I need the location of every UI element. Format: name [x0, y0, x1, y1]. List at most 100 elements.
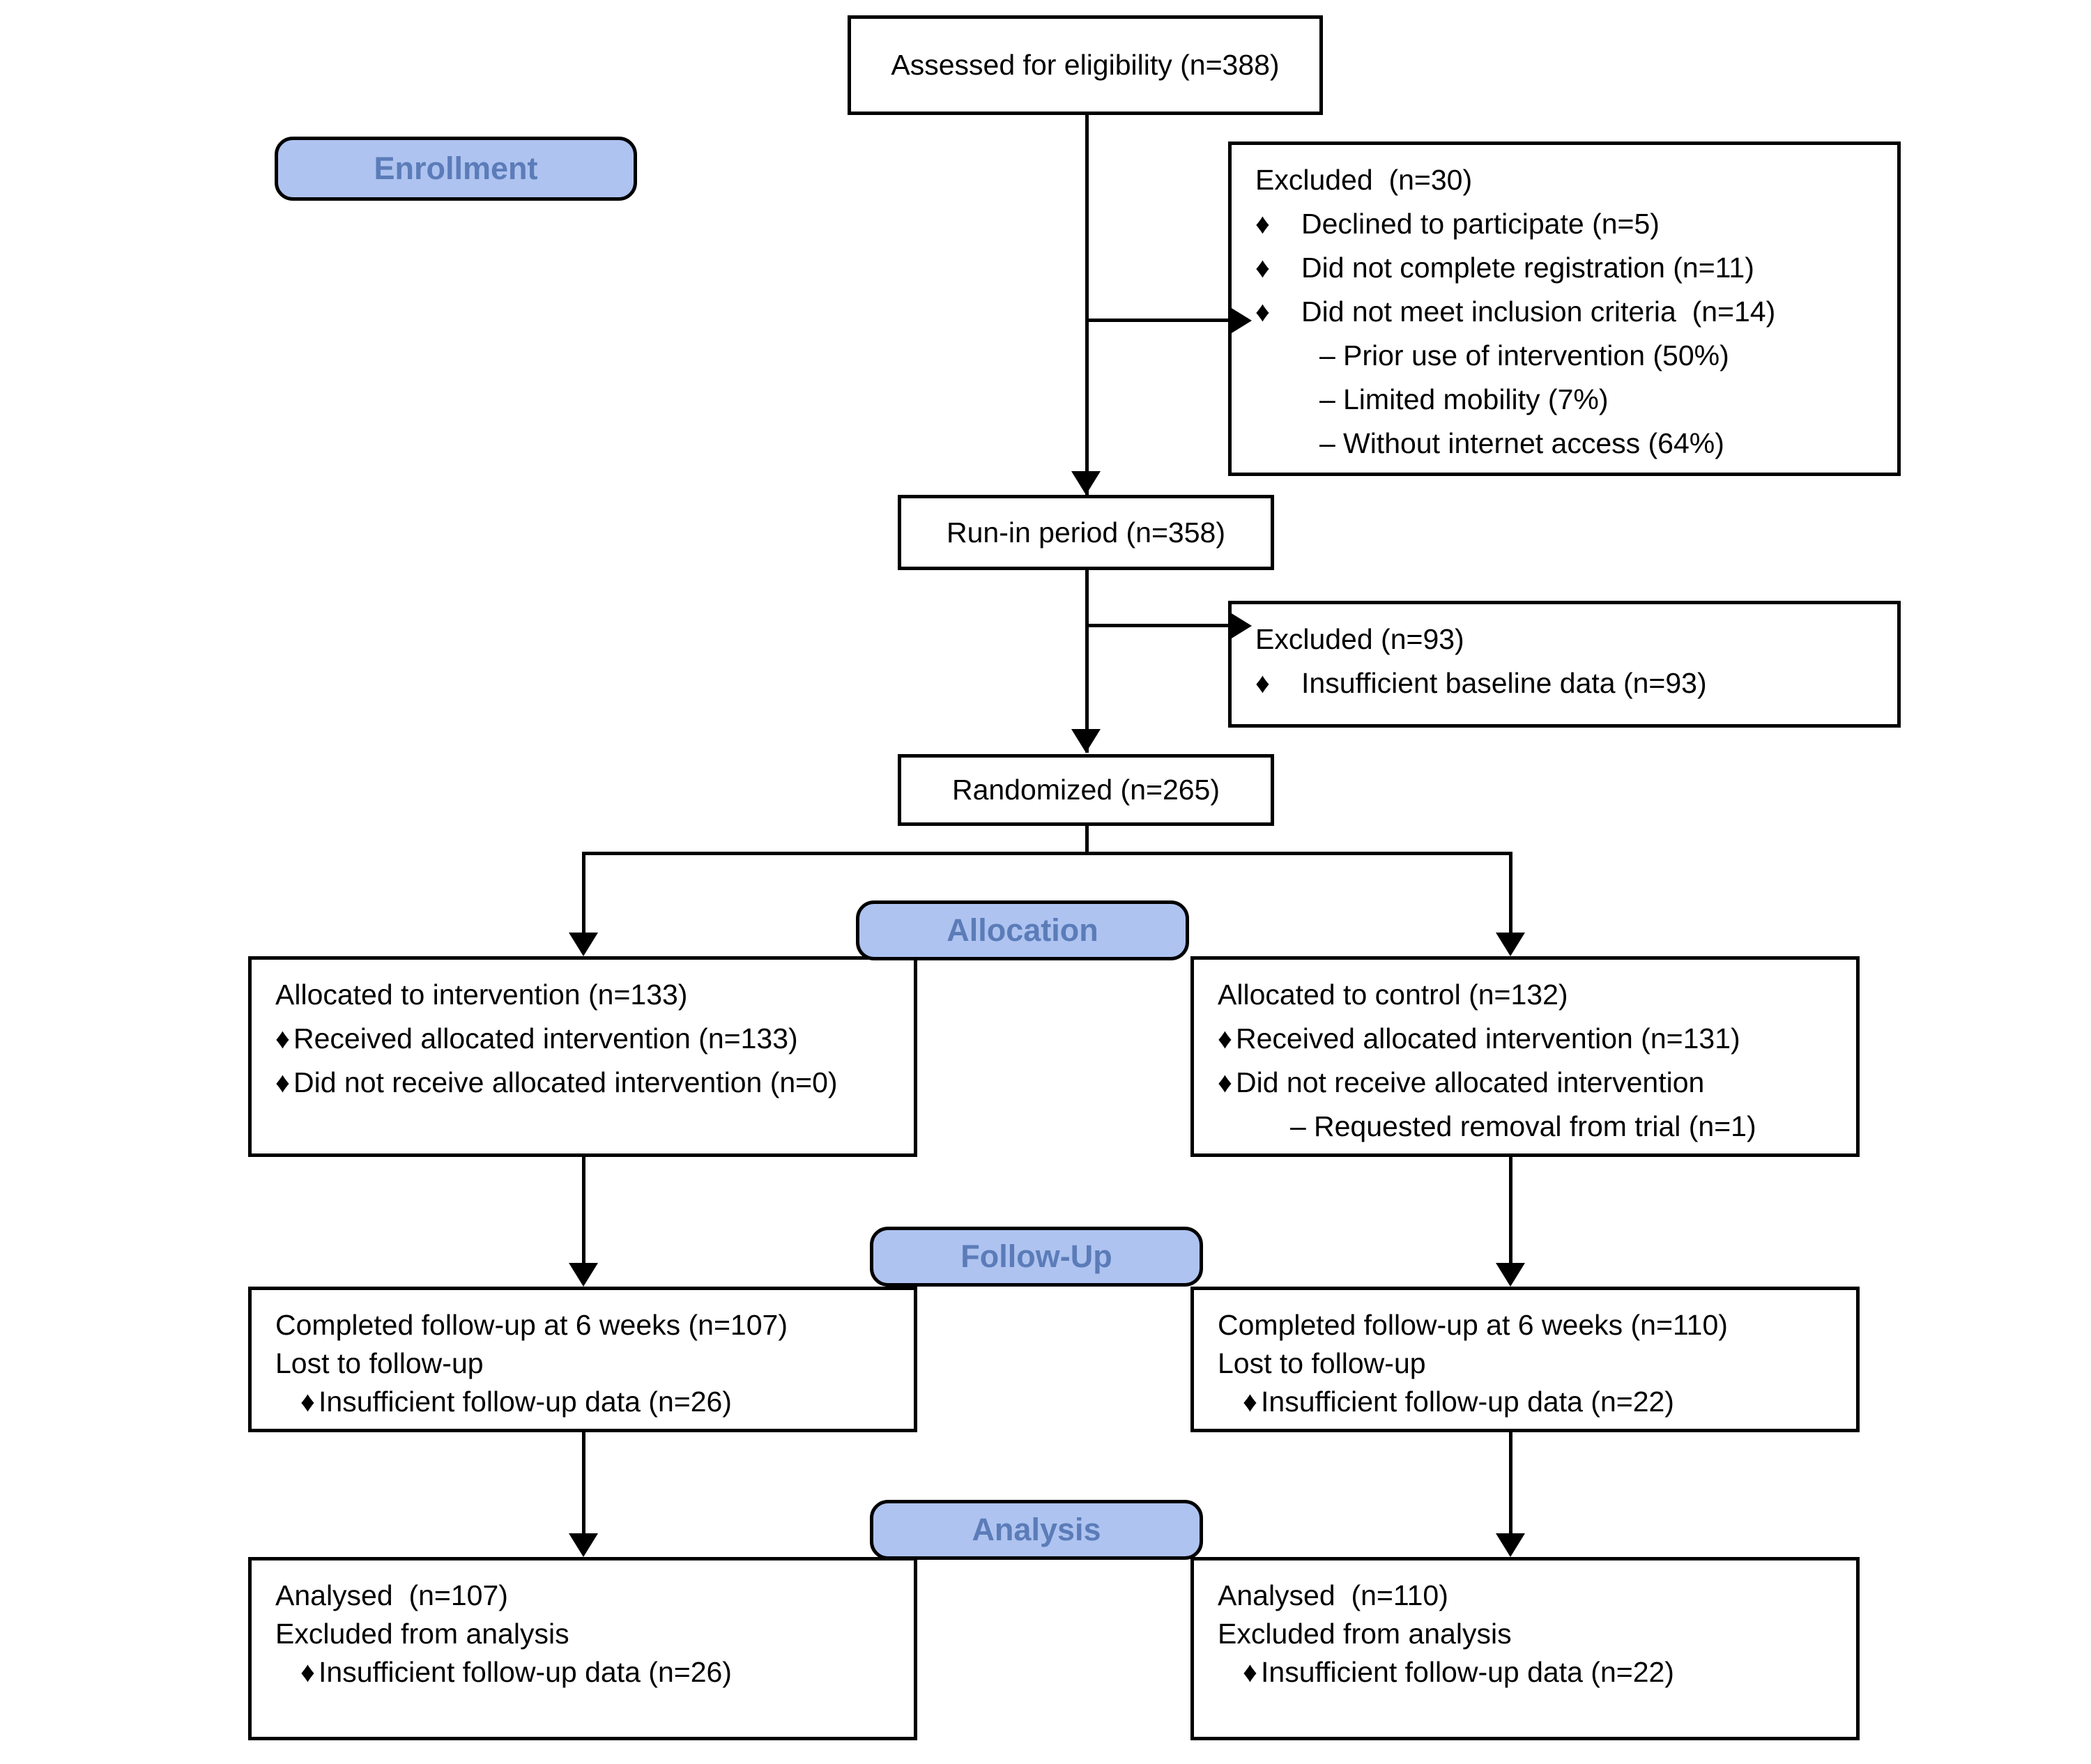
excluded-runin-title: Excluded (n=93)	[1255, 623, 1464, 655]
list-item: ♦ Received allocated intervention (n=131…	[1218, 1025, 1832, 1053]
randomized-title: Randomized (n=265)	[951, 774, 1220, 806]
node-run-in-period: Run-in period (n=358)	[898, 495, 1274, 570]
diamond-bullet-icon: ♦	[300, 1656, 315, 1688]
dash-bullet-icon: –	[1319, 339, 1335, 371]
list-item: ♦ Insufficient baseline data (n=93)	[1255, 669, 1874, 698]
list-item-label: Did not receive allocated intervention (…	[293, 1066, 838, 1098]
arrowhead-randomized	[1071, 729, 1101, 753]
connector-assessed-to-runin	[1085, 115, 1089, 495]
node-excluded-runin: Excluded (n=93) ♦ Insufficient baseline …	[1228, 601, 1901, 728]
diamond-bullet-icon: ♦	[1255, 252, 1270, 284]
diamond-bullet-icon: ♦	[1218, 1022, 1232, 1054]
follow-right-line1: Completed follow-up at 6 weeks (n=110)	[1218, 1309, 1728, 1341]
stage-badge-allocation: Allocation	[856, 900, 1189, 960]
list-item-label: Did not complete registration (n=11)	[1301, 252, 1754, 284]
analysis-left-line1: Analysed (n=107)	[275, 1579, 508, 1611]
list-item: ♦ Insufficient follow-up data (n=26)	[275, 1388, 890, 1416]
connector-branch-excluded-runin	[1085, 624, 1228, 627]
runin-title: Run-in period (n=358)	[947, 516, 1225, 549]
arrowhead-follow-right	[1496, 1263, 1525, 1287]
stage-badge-followup-label: Follow-Up	[960, 1238, 1112, 1274]
list-item: ♦ Did not meet inclusion criteria (n=14)	[1255, 298, 1874, 326]
node-followup-control: Completed follow-up at 6 weeks (n=110) L…	[1190, 1287, 1860, 1432]
arrowhead-alloc-left	[569, 933, 598, 956]
stage-badge-analysis: Analysis	[870, 1500, 1203, 1560]
dash-bullet-icon: –	[1319, 427, 1335, 459]
diamond-bullet-icon: ♦	[300, 1386, 315, 1418]
sub-list-item: – Limited mobility (7%)	[1255, 385, 1874, 414]
list-item-label: Declined to participate (n=5)	[1301, 208, 1660, 240]
sub-list-item-label: Without internet access (64%)	[1343, 427, 1724, 459]
stage-badge-followup: Follow-Up	[870, 1227, 1203, 1287]
follow-right-line2: Lost to follow-up	[1218, 1347, 1426, 1379]
node-randomized: Randomized (n=265)	[898, 754, 1274, 826]
arrowhead-analysis-right	[1496, 1533, 1525, 1557]
follow-left-line2: Lost to follow-up	[275, 1347, 484, 1379]
sub-list-item-label: Requested removal from trial (n=1)	[1314, 1110, 1756, 1142]
list-item: ♦ Did not complete registration (n=11)	[1255, 254, 1874, 282]
arrowhead-runin	[1071, 471, 1101, 495]
alloc-right-title: Allocated to control (n=132)	[1218, 979, 1568, 1011]
list-item-label: Insufficient follow-up data (n=22)	[1261, 1386, 1674, 1418]
node-analysis-intervention: Analysed (n=107) Excluded from analysis …	[248, 1557, 917, 1740]
list-item: ♦ Insufficient follow-up data (n=26)	[275, 1658, 890, 1687]
connector-followleft-to-analysisleft	[582, 1432, 585, 1535]
arrowhead-excluded-runin	[1228, 611, 1252, 641]
analysis-right-line1: Analysed (n=110)	[1218, 1579, 1448, 1611]
node-followup-intervention: Completed follow-up at 6 weeks (n=107) L…	[248, 1287, 917, 1432]
list-item-label: Received allocated intervention (n=131)	[1236, 1022, 1740, 1054]
node-allocated-control: Allocated to control (n=132) ♦ Received …	[1190, 956, 1860, 1157]
stage-badge-allocation-label: Allocation	[947, 912, 1098, 948]
list-item-label: Did not receive allocated intervention	[1236, 1066, 1705, 1098]
list-item-label: Insufficient follow-up data (n=22)	[1261, 1656, 1674, 1688]
connector-followright-to-analysisright	[1509, 1432, 1512, 1535]
sub-list-item: – Requested removal from trial (n=1)	[1218, 1112, 1832, 1141]
arrowhead-alloc-right	[1496, 933, 1525, 956]
assessed-title: Assessed for eligibility (n=388)	[891, 49, 1280, 81]
stage-badge-analysis-label: Analysis	[972, 1512, 1101, 1547]
diamond-bullet-icon: ♦	[1243, 1386, 1257, 1418]
stage-badge-enrollment: Enrollment	[275, 137, 637, 201]
list-item-label: Insufficient follow-up data (n=26)	[319, 1656, 732, 1688]
list-item: ♦ Did not receive allocated intervention…	[275, 1068, 890, 1097]
arrowhead-analysis-left	[569, 1533, 598, 1557]
diamond-bullet-icon: ♦	[1218, 1066, 1232, 1098]
node-analysis-control: Analysed (n=110) Excluded from analysis …	[1190, 1557, 1860, 1740]
node-assessed-for-eligibility: Assessed for eligibility (n=388)	[848, 15, 1323, 115]
connector-allocright-to-followright	[1509, 1157, 1512, 1265]
list-item: ♦ Insufficient follow-up data (n=22)	[1218, 1388, 1832, 1416]
connector-branch-excluded-eligibility	[1085, 319, 1228, 322]
sub-list-item-label: Limited mobility (7%)	[1343, 383, 1609, 415]
sub-list-item-label: Prior use of intervention (50%)	[1343, 339, 1729, 371]
list-item: ♦ Received allocated intervention (n=133…	[275, 1025, 890, 1053]
connector-randomized-split-bar	[582, 852, 1512, 855]
analysis-left-line2: Excluded from analysis	[275, 1618, 569, 1650]
connector-runin-to-randomized	[1085, 570, 1089, 753]
diamond-bullet-icon: ♦	[275, 1066, 290, 1098]
dash-bullet-icon: –	[1290, 1110, 1306, 1142]
excluded-eligibility-title: Excluded (n=30)	[1255, 164, 1473, 196]
diamond-bullet-icon: ♦	[1255, 667, 1270, 699]
list-item-label: Did not meet inclusion criteria (n=14)	[1301, 296, 1776, 328]
diamond-bullet-icon: ♦	[1243, 1656, 1257, 1688]
analysis-right-line2: Excluded from analysis	[1218, 1618, 1512, 1650]
connector-allocleft-to-followleft	[582, 1157, 585, 1265]
diamond-bullet-icon: ♦	[1255, 208, 1270, 240]
node-excluded-eligibility: Excluded (n=30) ♦ Declined to participat…	[1228, 141, 1901, 476]
stage-badge-enrollment-label: Enrollment	[374, 151, 538, 186]
arrowhead-excluded-eligibility	[1228, 306, 1252, 335]
connector-split-left	[582, 852, 585, 935]
list-item: ♦ Insufficient follow-up data (n=22)	[1218, 1658, 1832, 1687]
sub-list-item: – Without internet access (64%)	[1255, 429, 1874, 458]
follow-left-line1: Completed follow-up at 6 weeks (n=107)	[275, 1309, 788, 1341]
node-allocated-intervention: Allocated to intervention (n=133) ♦ Rece…	[248, 956, 917, 1157]
diamond-bullet-icon: ♦	[275, 1022, 290, 1054]
list-item-label: Insufficient baseline data (n=93)	[1301, 667, 1707, 699]
list-item-label: Insufficient follow-up data (n=26)	[319, 1386, 732, 1418]
arrowhead-follow-left	[569, 1263, 598, 1287]
list-item: ♦ Did not receive allocated intervention	[1218, 1068, 1832, 1097]
connector-split-right	[1509, 852, 1512, 935]
sub-list-item: – Prior use of intervention (50%)	[1255, 342, 1874, 370]
list-item: ♦ Declined to participate (n=5)	[1255, 210, 1874, 238]
